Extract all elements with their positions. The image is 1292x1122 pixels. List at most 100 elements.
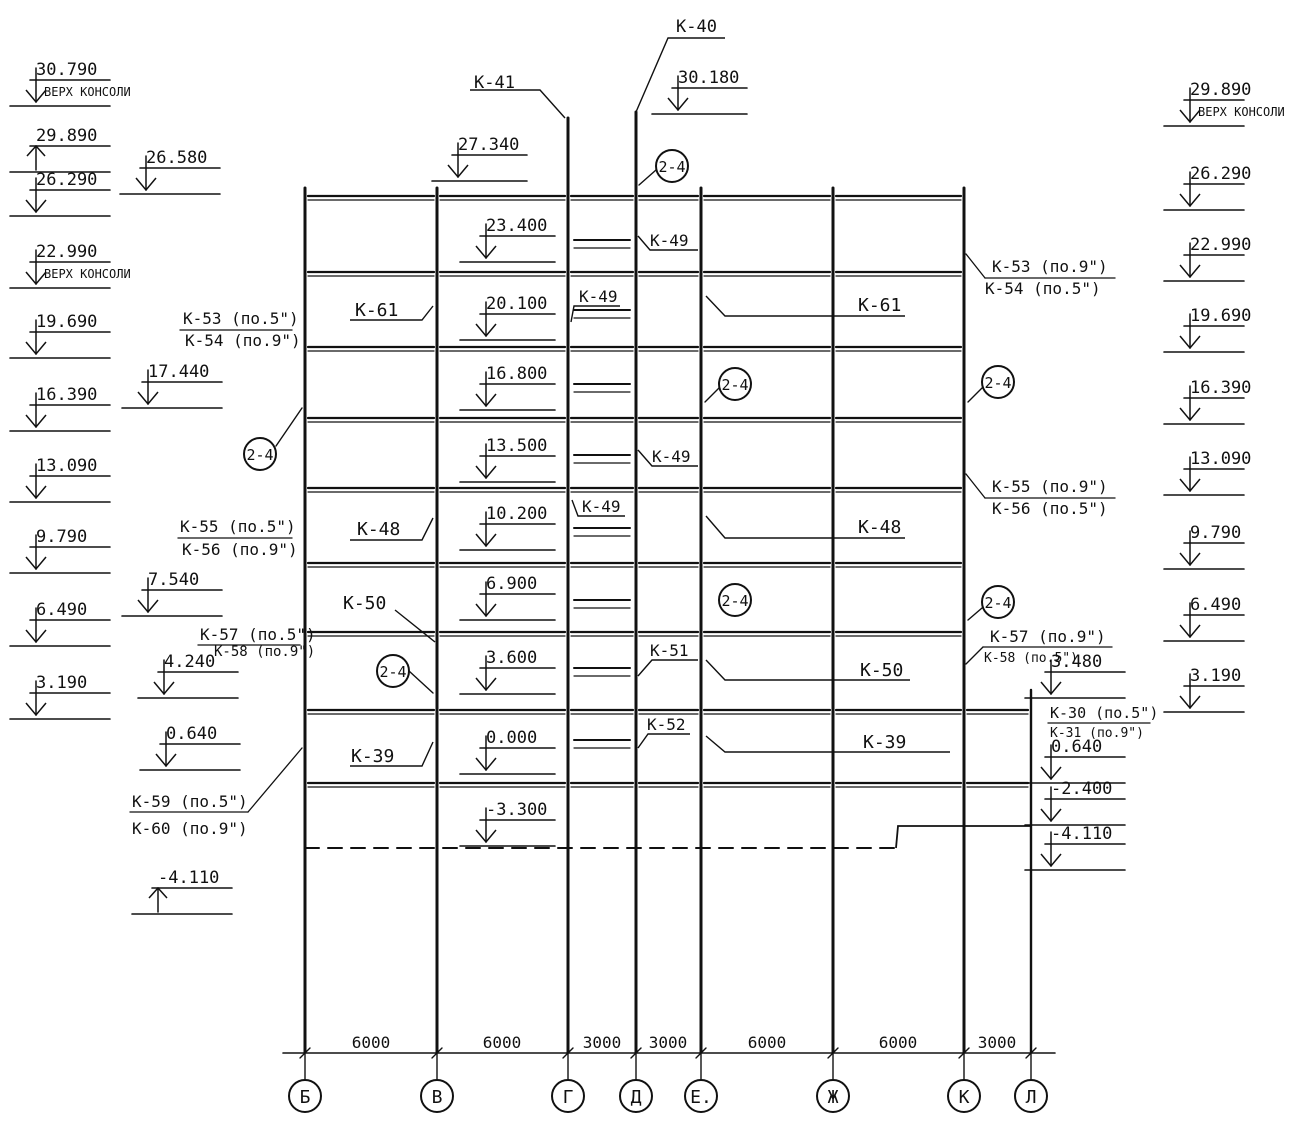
left-level-6: 13.090 <box>9 456 111 503</box>
mid-level-1-value: 17.440 <box>148 362 209 382</box>
inner-level-6: 6.900 <box>459 574 556 621</box>
axis-bubble-ax-k: К <box>947 1052 981 1113</box>
right-level-6: 9.790 <box>1163 523 1245 570</box>
mid-level-1: 17.440 <box>121 362 223 409</box>
span-2: 3000 <box>583 1033 622 1052</box>
leader-k61-right <box>705 295 905 317</box>
axis-label-ax-e: Е. <box>690 1087 712 1108</box>
left-level-9: 3.190 <box>9 673 111 720</box>
inner-level-8-value: 0.000 <box>486 728 537 748</box>
axis-bubble-ax-l: Л <box>1014 1052 1048 1113</box>
node-ref-6: 2-4 <box>981 585 1015 619</box>
left-level-9-value: 3.190 <box>36 673 87 693</box>
top-level-0-arrow <box>667 97 689 112</box>
right-level-2: 22.990 <box>1163 235 1251 282</box>
right-lower-level-2-arrow <box>1040 808 1062 823</box>
mid-level-4-arrow <box>155 753 177 768</box>
left-level-6-arrow <box>25 485 47 500</box>
note-left-d-leader <box>247 747 303 813</box>
mid-level-0-value: 26.580 <box>146 148 207 168</box>
top-level-0: 30.180 <box>651 68 748 115</box>
mid-level-3: 4.240 <box>137 652 239 699</box>
right-lower-level-0: 3.480 <box>1024 652 1126 699</box>
inner-level-3-value: 16.800 <box>486 364 547 384</box>
leader-k48-left <box>350 517 434 541</box>
node-ref-2: 2-4 <box>718 367 752 401</box>
note-right-b-leader <box>965 473 986 499</box>
right-level-2-value: 22.990 <box>1190 235 1251 255</box>
left-level-9-arrow <box>25 702 47 717</box>
left-level-3-arrow <box>25 271 47 286</box>
inner-level-8: 0.000 <box>459 728 556 775</box>
leader-node-1 <box>638 169 657 186</box>
mid-level-0: 26.580 <box>119 148 221 195</box>
right-level-0-note: ВЕРХ КОНСОЛИ <box>1198 105 1285 119</box>
note-left-a1: К-53 (по.5") <box>183 309 299 328</box>
mark-k41: К-41 <box>474 73 515 93</box>
axis-label-ax-b: Б <box>300 1087 311 1108</box>
right-level-8-arrow <box>1179 695 1201 710</box>
mid-level-1-arrow <box>137 391 159 406</box>
right-lower-level-0-value: 3.480 <box>1051 652 1102 672</box>
span-1: 6000 <box>483 1033 522 1052</box>
note-right-b1: К-55 (по.9") <box>992 477 1108 496</box>
mid-level-0-arrow <box>135 177 157 192</box>
leader-k39-left <box>350 741 434 767</box>
svg-text:2-4: 2-4 <box>658 158 685 176</box>
inner-level-1-arrow <box>475 245 497 260</box>
inner-level-2: 20.100 <box>459 294 556 341</box>
leader-k48-right <box>705 515 905 539</box>
leader-k52 <box>637 733 690 749</box>
axis-label-ax-g: Г <box>563 1087 574 1108</box>
leader-node-7 <box>408 670 434 694</box>
right-level-5: 13.090 <box>1163 449 1251 496</box>
left-level-1: 29.890 <box>9 126 111 173</box>
right-lower-level-1-value: 0.640 <box>1051 737 1102 757</box>
leader-k49-b <box>570 305 620 323</box>
inner-level-2-arrow <box>475 323 497 338</box>
axis-circle-ax-zh <box>816 1079 850 1113</box>
mid-level-4-value: 0.640 <box>166 724 217 744</box>
svg-text:2-4: 2-4 <box>246 446 273 464</box>
right-level-6-value: 9.790 <box>1190 523 1241 543</box>
span-4: 6000 <box>748 1033 787 1052</box>
leader-k39-right <box>705 735 950 753</box>
mark-k40: К-40 <box>676 17 717 37</box>
right-level-7-arrow <box>1179 624 1201 639</box>
span-3: 3000 <box>649 1033 688 1052</box>
leader-k61-left <box>350 305 434 321</box>
right-level-0-arrow <box>1179 109 1201 124</box>
right-lower-level-3: -4.110 <box>1024 824 1126 871</box>
mark-k39-right: К-39 <box>863 732 906 753</box>
note-left-a2: К-54 (по.9") <box>185 331 301 350</box>
mark-k49-b: К-49 <box>579 287 618 306</box>
axis-bubble-ax-b: Б <box>288 1052 322 1113</box>
note-right-c1: К-57 (по.9") <box>990 627 1106 646</box>
right-level-4-value: 16.390 <box>1190 378 1251 398</box>
right-level-8: 3.190 <box>1163 666 1245 713</box>
note-right-a1: К-53 (по.9") <box>992 257 1108 276</box>
left-level-5-arrow <box>25 414 47 429</box>
axis-bubble-ax-zh: Ж <box>816 1052 850 1113</box>
inner-level-5-arrow <box>475 533 497 548</box>
left-level-3-value: 22.990 <box>36 242 97 262</box>
node-ref-7: 2-4 <box>376 654 410 688</box>
left-level-5: 16.390 <box>9 385 111 432</box>
inner-level-2-value: 20.100 <box>486 294 547 314</box>
right-level-3-arrow <box>1179 335 1201 350</box>
leader-k40 <box>635 37 725 113</box>
left-level-4-value: 19.690 <box>36 312 97 332</box>
right-level-1-arrow <box>1179 193 1201 208</box>
right-lower-level-2: -2.400 <box>1024 779 1126 826</box>
node-ref-5: 2-4 <box>718 583 752 617</box>
inner-level-9: -3.300 <box>459 800 556 847</box>
note-right-c2: К-58 (по.5") <box>984 651 1078 666</box>
svg-text:2-4: 2-4 <box>721 592 748 610</box>
left-level-2: 26.290 <box>9 170 111 217</box>
right-level-5-value: 13.090 <box>1190 449 1251 469</box>
right-level-3: 19.690 <box>1163 306 1251 353</box>
node-ref-3: 2-4 <box>981 365 1015 399</box>
element-labels: К-41 К-40 К-49 К-49 К-49 К-49 К-51 К-52 … <box>132 17 1158 838</box>
